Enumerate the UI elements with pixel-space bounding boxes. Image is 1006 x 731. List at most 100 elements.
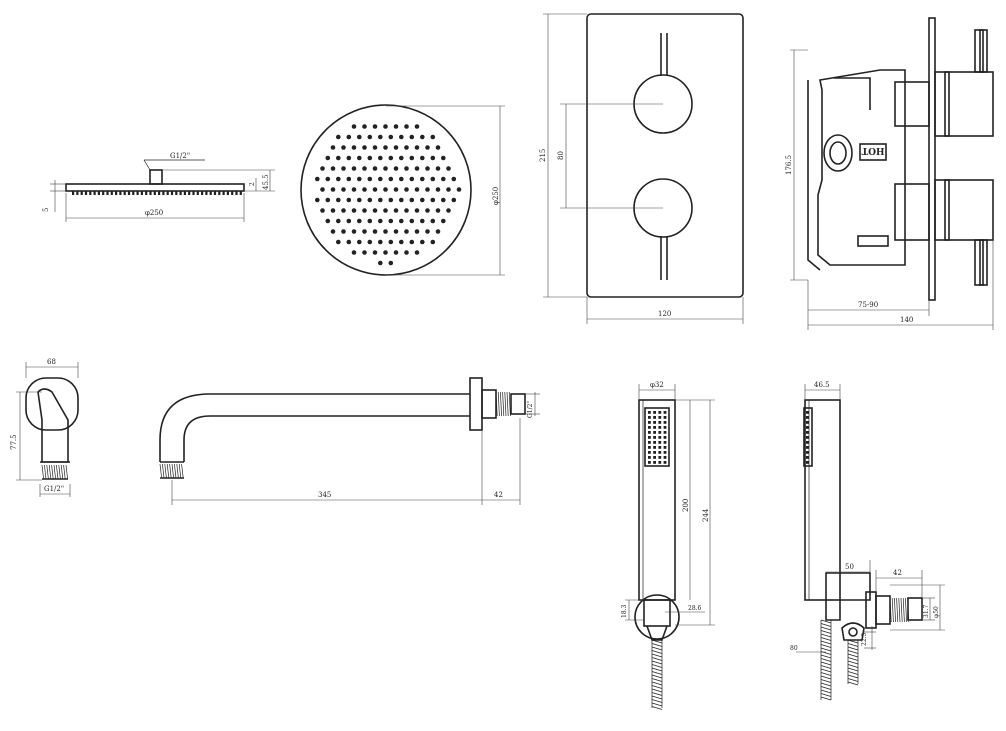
nozzle-dot (367, 197, 373, 203)
nozzle-dot (425, 166, 430, 171)
nozzle-dot (346, 239, 352, 245)
hose-braid (847, 667, 859, 672)
nozzle-dot (648, 461, 651, 464)
nozzle-dot (393, 208, 399, 213)
nozzle-dot (420, 197, 425, 203)
nozzle-dot (388, 218, 394, 224)
thread-line (178, 463, 182, 479)
nozzle-dot (435, 145, 441, 150)
nozzle-dot (362, 166, 367, 171)
dim-hand-outlet: 28.6 (688, 605, 702, 612)
nozzle-dot (435, 229, 441, 234)
nozzle-tick (80, 191, 83, 195)
nozzle-dot (362, 208, 367, 213)
hose-braid (651, 688, 663, 693)
nozzle-dot (393, 229, 399, 234)
nozzle-dot (372, 229, 378, 234)
nozzle-dot (357, 218, 362, 224)
dim-side-dia: φ50 (933, 606, 940, 618)
nozzle-tick (196, 191, 199, 195)
nozzle-dot (362, 250, 367, 255)
nozzle-dot (456, 187, 462, 192)
nozzle-tick (84, 191, 88, 195)
nozzle-dot (404, 208, 409, 213)
nozzle-dot (399, 134, 404, 140)
hose-braid (847, 643, 859, 647)
thread-line (51, 464, 54, 480)
nozzle-dot (806, 426, 809, 429)
nozzle-dot (378, 197, 383, 203)
nozzle-dot (399, 155, 404, 161)
nozzle-tick (213, 191, 217, 195)
hose-braid (651, 706, 663, 710)
nozzle-dot (315, 197, 320, 203)
thread-line (506, 391, 509, 417)
dim-head-height: 45.5 (262, 174, 270, 190)
hose-braid (820, 630, 832, 634)
hose-braid (820, 654, 832, 659)
nozzle-tick (239, 191, 242, 195)
nozzle-dot (658, 416, 662, 419)
dim-valve-height: 215 (539, 149, 547, 162)
nozzle-tick (153, 191, 156, 195)
nozzle-dot (378, 218, 383, 224)
hose-braid (820, 623, 832, 627)
nozzle-dot (451, 197, 457, 203)
nozzle-dot (806, 416, 809, 419)
nozzle-tick (140, 191, 143, 195)
hose-braid (820, 682, 832, 687)
nozzle-tick (97, 191, 100, 195)
hose-braid (651, 639, 663, 644)
nozzle-dot (658, 446, 662, 449)
nozzle-dot (325, 155, 331, 161)
nozzle-dot (393, 166, 399, 171)
thread-line (56, 464, 59, 480)
nozzle-dot (435, 208, 441, 213)
nozzle-dot (425, 145, 430, 150)
dim-elbow-thread: G1/2" (44, 485, 64, 493)
hose-braid (651, 678, 663, 682)
hose-braid (847, 650, 859, 654)
nozzle-dot (378, 176, 383, 182)
nozzle-dot (806, 446, 809, 449)
nozzle-dot (404, 187, 409, 192)
nozzle-dot (378, 260, 383, 266)
thread-line (41, 464, 44, 480)
nozzle-dot (663, 446, 667, 449)
thread-line (896, 597, 899, 623)
dim-side-off: 22.5 (861, 632, 868, 646)
hose-braid (651, 681, 663, 686)
nozzle-dot (648, 436, 651, 439)
nozzle-dot (341, 187, 346, 192)
hose-braid (820, 675, 832, 680)
nozzle-dot (357, 155, 362, 161)
dim-side-h1: 31.7 (923, 604, 930, 618)
nozzle-dot (341, 166, 346, 171)
nozzle-dot (346, 155, 352, 161)
nozzle-dot (441, 176, 446, 182)
hose-braid (651, 692, 663, 696)
hose-braid (820, 696, 832, 701)
nozzle-dot (388, 134, 394, 140)
nozzle-tick (205, 191, 208, 195)
nozzle-dot (658, 451, 662, 454)
hose-braid (820, 689, 832, 694)
thread-line (176, 463, 179, 479)
nozzle-dot (653, 446, 656, 449)
nozzle-dot (648, 421, 651, 424)
nozzle-dot (372, 124, 378, 129)
dim-head-dia-face: φ250 (492, 187, 500, 205)
nozzle-dot (346, 134, 352, 140)
nozzle-tick (136, 191, 139, 195)
nozzle-dot (372, 166, 378, 171)
nozzle-dot (409, 218, 415, 224)
nozzle-dot (393, 250, 399, 255)
nozzle-tick (102, 191, 105, 195)
hose-braid (820, 633, 832, 638)
nozzle-dot (414, 145, 420, 150)
nozzle-dot (648, 456, 651, 459)
nozzle-dot (663, 451, 667, 454)
nozzle-dot (341, 208, 346, 213)
dim-hand-dia: φ32 (650, 381, 664, 389)
nozzle-dot (378, 155, 383, 161)
